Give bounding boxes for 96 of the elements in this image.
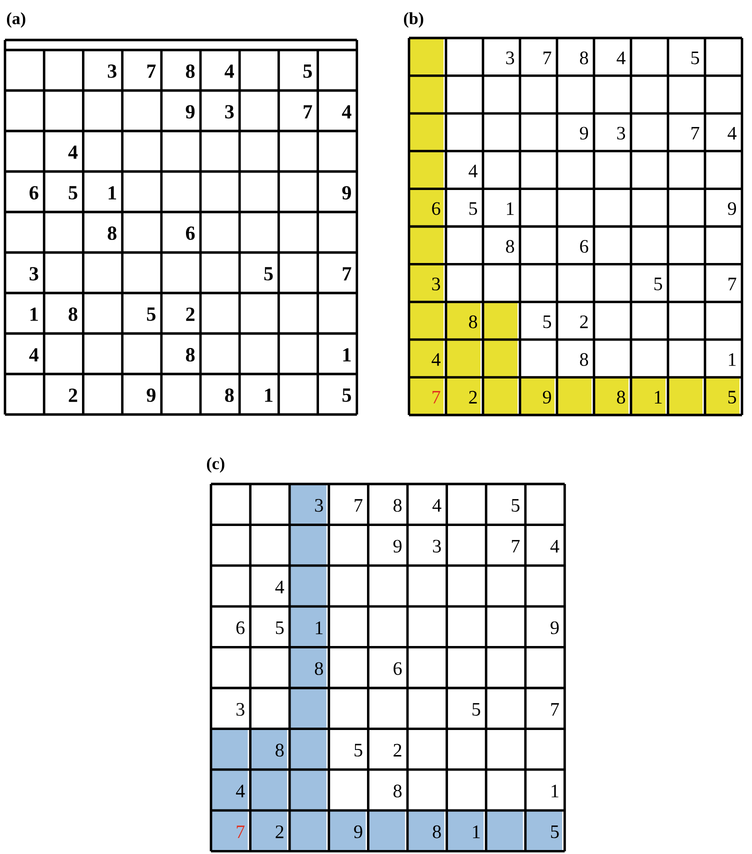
cell-digit: 9 xyxy=(728,202,736,215)
cell-digit: 5 xyxy=(469,202,478,215)
cell-digit: 5 xyxy=(551,825,559,838)
cell-digit: 8 xyxy=(617,390,626,404)
panel-label: (a) xyxy=(6,12,26,28)
cell-digit: 8 xyxy=(186,64,195,78)
cell-digit: 5 xyxy=(354,744,362,756)
cell-digit: 6 xyxy=(432,202,440,215)
cell-digit: 6 xyxy=(30,186,38,200)
cell-digit: 1 xyxy=(506,202,514,215)
cell-digit: 9 xyxy=(550,621,559,634)
cell-digit: 1 xyxy=(552,784,558,798)
cell-digit: 5 xyxy=(147,308,156,321)
cell-digit: 3 xyxy=(108,64,116,78)
cell-digit: 4 xyxy=(236,784,245,798)
cell-digit: 7 xyxy=(544,52,552,64)
cell-digit: 3 xyxy=(236,703,244,716)
cell-digit: 5 xyxy=(264,267,273,280)
cell-digit: 8 xyxy=(186,348,195,362)
cell-digit: 2 xyxy=(68,388,78,402)
cell-digit: 3 xyxy=(432,278,440,290)
cell-digit: 3 xyxy=(225,105,234,118)
cell-digit: 8 xyxy=(394,499,402,512)
cell-digit: 9 xyxy=(542,390,552,404)
cell-digit: 4 xyxy=(224,64,234,78)
cell-digit: 2 xyxy=(469,390,477,404)
cell-digit: 7 xyxy=(304,105,312,118)
cell-digit: 4 xyxy=(29,348,39,362)
cell-digit: 2 xyxy=(276,826,284,838)
cell-digit: 1 xyxy=(316,622,323,634)
cell-digit: 4 xyxy=(342,105,352,118)
cell-digit: 8 xyxy=(108,226,116,240)
cell-digit: 8 xyxy=(394,784,402,798)
cell-digit: 2 xyxy=(394,744,402,756)
cell-digit: 4 xyxy=(275,580,284,594)
cell-digit: 1 xyxy=(30,308,38,321)
cell-digit: 6 xyxy=(394,662,402,675)
cell-digit: 8 xyxy=(469,315,478,328)
cell-digit: 6 xyxy=(580,240,588,253)
cell-digit: 4 xyxy=(616,52,626,64)
cell-digit: 4 xyxy=(432,499,442,512)
cell-digit: 3 xyxy=(506,52,514,64)
cell-digit: 6 xyxy=(236,621,245,634)
cell-digit: 4 xyxy=(550,540,560,552)
cell-digit: 4 xyxy=(468,164,478,178)
cell-digit: 5 xyxy=(654,278,662,290)
cell-digit: 3 xyxy=(617,126,626,140)
cell-digit: 4 xyxy=(68,146,78,159)
cell-digit: 3 xyxy=(30,267,38,280)
cell-digit: 5 xyxy=(691,52,700,64)
cell-digit: 5 xyxy=(512,499,520,512)
cell-digit: 9 xyxy=(580,126,588,140)
cell-digit: 8 xyxy=(580,52,588,64)
cell-digit: 7 xyxy=(432,390,440,404)
cell-digit: 8 xyxy=(432,825,441,838)
cell-digit: 9 xyxy=(393,540,402,553)
cell-digit: 1 xyxy=(728,353,736,366)
cell-digit: 4 xyxy=(432,353,440,366)
cell-digit: 9 xyxy=(186,105,195,118)
cell-digit: 1 xyxy=(343,348,351,362)
cell-digit: 2 xyxy=(186,308,194,321)
cell-digit: 4 xyxy=(728,126,736,140)
cell-digit: 5 xyxy=(543,315,552,328)
cell-digit: 9 xyxy=(342,186,351,200)
cell-digit: 5 xyxy=(68,186,78,200)
cell-digit: 5 xyxy=(342,388,351,402)
cell-digit: 1 xyxy=(265,388,272,402)
cell-digit: 1 xyxy=(108,186,116,200)
cell-digit: 7 xyxy=(342,267,352,280)
cell-digit: 8 xyxy=(225,388,234,402)
cell-digit: 8 xyxy=(276,744,284,757)
cell-digit: 8 xyxy=(580,353,588,366)
cell-digit: 7 xyxy=(354,499,362,512)
cell-digit: 3 xyxy=(315,499,323,512)
cell-digit: 7 xyxy=(512,540,520,552)
cell-digit: 7 xyxy=(692,126,700,140)
cell-digit: 7 xyxy=(551,703,559,716)
cell-digit: 5 xyxy=(303,64,312,78)
cell-digit: 3 xyxy=(433,540,441,553)
cell-digit: 5 xyxy=(728,390,736,404)
cell-digit: 7 xyxy=(728,278,736,290)
cell-digit: 7 xyxy=(147,64,156,78)
cell-digit: 8 xyxy=(68,307,78,321)
cell-digit: 9 xyxy=(146,388,156,402)
cell-digit: 5 xyxy=(276,621,284,634)
cell-digit: 5 xyxy=(472,703,480,716)
cell-digit: 8 xyxy=(506,240,514,253)
cell-digit: 1 xyxy=(654,390,662,404)
cell-digit: 9 xyxy=(354,825,362,838)
cell-digit: 6 xyxy=(186,226,195,240)
cell-digit: 1 xyxy=(473,826,480,838)
cell-digit: 7 xyxy=(236,826,245,838)
panel-label: (c) xyxy=(206,457,224,473)
cell-digit: 2 xyxy=(580,316,588,328)
panel-label: (b) xyxy=(404,12,424,28)
cell-digit: 8 xyxy=(314,662,323,675)
